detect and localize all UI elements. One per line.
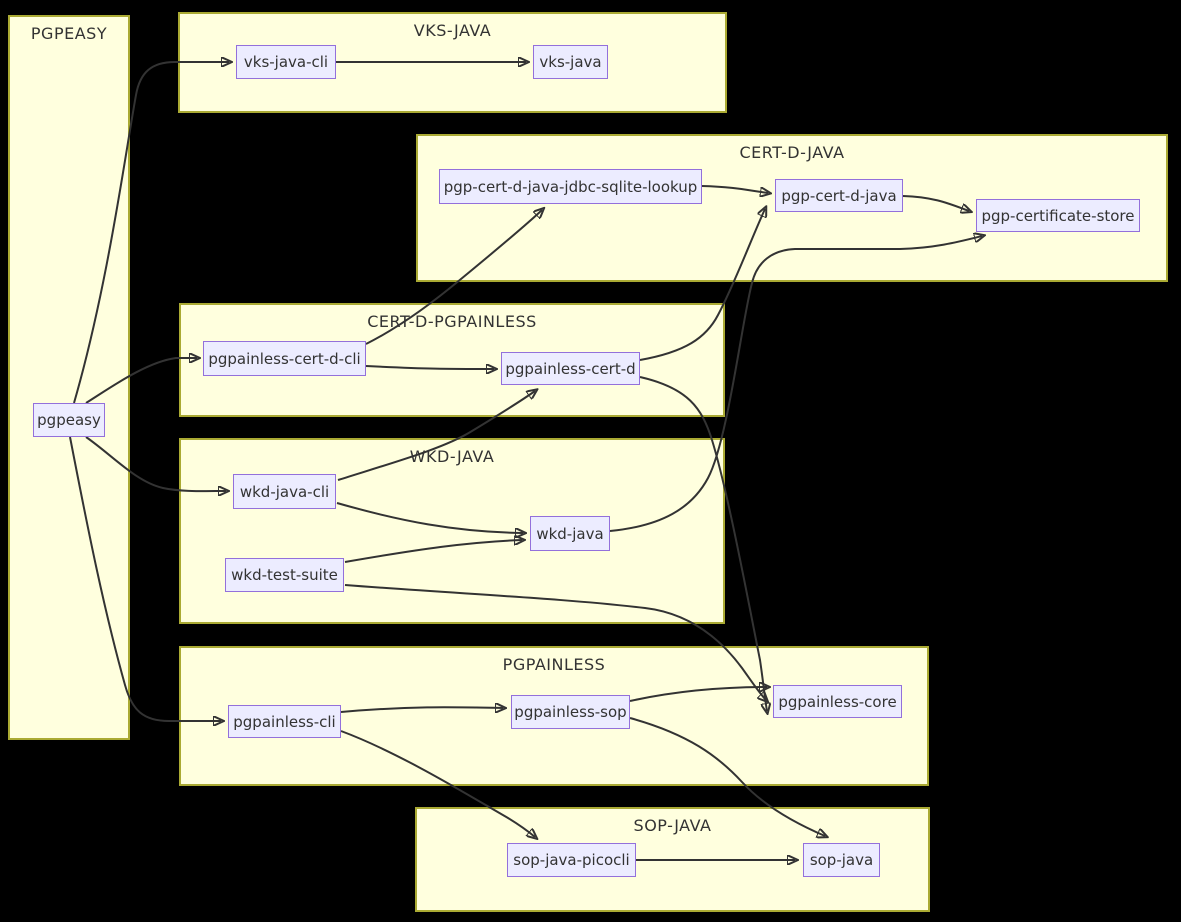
edge-wkd-java-cli-to-pgpainless-cert-d [337, 391, 535, 481]
edge-pgpainless-cli-to-sop-java-picocli [340, 730, 535, 837]
subgraph-title-cert-d-java-group: CERT-D-JAVA [739, 143, 845, 162]
subgraph-title-sop-java-group: SOP-JAVA [633, 816, 712, 835]
node-sop-java-picocli: sop-java-picocli [507, 843, 636, 877]
edge-pgpeasy-to-wkd-java-cli [85, 436, 226, 491]
edge-pgpainless-sop-to-sop-java [629, 717, 825, 836]
subgraph-title-vks-java-group: VKS-JAVA [413, 21, 492, 40]
edge-wkd-test-suite-to-pgpainless-core [344, 584, 766, 700]
edge-pgpainless-cert-d-to-pgp-cert-d-java [639, 209, 765, 361]
edge-pgpeasy-to-pgpainless-cli [69, 436, 221, 721]
node-wkd-java: wkd-java [530, 516, 610, 551]
edge-pgp-cert-d-java-jdbc-sqlite-lookup-to-pgp-cert-d-java [701, 185, 768, 193]
node-wkd-test-suite: wkd-test-suite [225, 558, 344, 592]
edge-pgpainless-cert-d-to-pgpainless-core [639, 376, 767, 711]
edge-pgpainless-cert-d-cli-to-pgpainless-cert-d [365, 366, 494, 369]
subgraph-title-pgpeasy-group: PGPEASY [30, 24, 108, 43]
edge-pgp-cert-d-java-to-pgp-certificate-store [902, 195, 969, 211]
node-vks-java-cli: vks-java-cli [236, 45, 336, 79]
node-pgp-certificate-store: pgp-certificate-store [976, 199, 1140, 232]
edge-pgpainless-sop-to-pgpainless-core [629, 687, 767, 702]
node-pgp-cert-d-java: pgp-cert-d-java [775, 179, 903, 212]
edge-wkd-java-to-pgp-certificate-store [609, 236, 982, 532]
edge-wkd-java-cli-to-wkd-java [336, 502, 523, 533]
node-sop-java: sop-java [803, 843, 880, 877]
node-pgpainless-cli: pgpainless-cli [228, 705, 341, 738]
node-pgpeasy: pgpeasy [33, 403, 105, 437]
node-pgpainless-core: pgpainless-core [773, 685, 902, 718]
node-pgp-cert-d-java-jdbc-sqlite-lookup: pgp-cert-d-java-jdbc-sqlite-lookup [439, 169, 702, 204]
node-vks-java: vks-java [533, 45, 608, 79]
node-pgpainless-sop: pgpainless-sop [511, 695, 630, 729]
edge-pgpainless-cert-d-cli-to-pgp-cert-d-java-jdbc-sqlite-lookup [365, 210, 542, 345]
edge-pgpainless-cli-to-pgpainless-sop [340, 707, 503, 712]
node-pgpainless-cert-d: pgpainless-cert-d [501, 352, 640, 385]
subgraph-title-cert-d-pgpainless-group: CERT-D-PGPAINLESS [367, 312, 537, 331]
node-pgpainless-cert-d-cli: pgpainless-cert-d-cli [203, 341, 366, 376]
edge-wkd-test-suite-to-wkd-java [344, 540, 522, 563]
edge-pgpeasy-to-vks-java-cli [73, 62, 229, 404]
subgraph-title-pgpainless-group: PGPAINLESS [502, 655, 606, 674]
edge-pgpeasy-to-pgpainless-cert-d-cli [85, 358, 197, 404]
subgraph-pgpeasy-group: PGPEASY [8, 15, 130, 740]
node-wkd-java-cli: wkd-java-cli [233, 474, 336, 509]
subgraph-title-wkd-java-group: WKD-JAVA [409, 447, 495, 466]
